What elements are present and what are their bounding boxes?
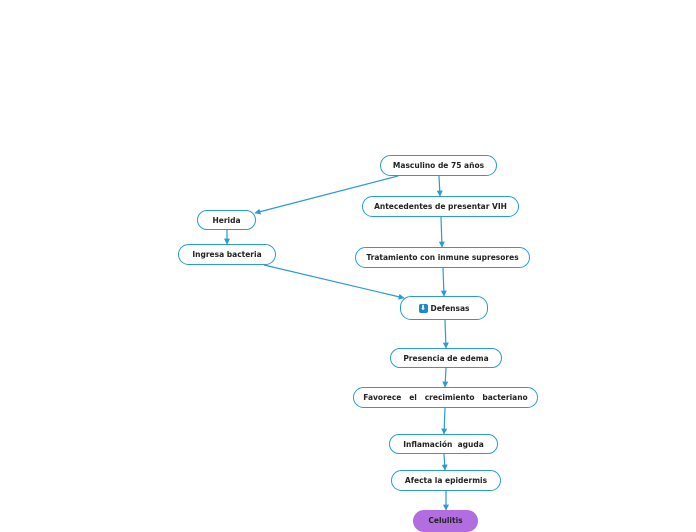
node-afecta-epidermis[interactable]: Afecta la epidermis: [391, 470, 501, 491]
node-label: Presencia de edema: [403, 353, 489, 363]
edge-masc-herida: [254, 175, 399, 215]
edges-group: [224, 175, 449, 511]
edge-vih-trat: [438, 216, 445, 248]
edge-edema-crec: [442, 367, 449, 388]
node-inflamacion-aguda[interactable]: Inflamación aguda: [389, 434, 498, 454]
node-ingresa-bacteria[interactable]: Ingresa bacteria: [178, 244, 276, 265]
node-tratamiento-inmunosupresores[interactable]: Tratamiento con inmune supresores: [355, 247, 530, 268]
node-celulitis[interactable]: Celulitis: [413, 510, 478, 532]
edge-masc-vih: [436, 175, 443, 197]
node-herida[interactable]: Herida: [197, 210, 256, 230]
edge-ingresa-def: [263, 264, 405, 300]
node-label: Antecedentes de presentar VIH: [374, 202, 507, 211]
node-label: Ingresa bacteria: [192, 250, 262, 259]
node-defensas[interactable]: ⬇ Defensas: [400, 296, 488, 320]
node-masculino-75[interactable]: Masculino de 75 años: [380, 155, 497, 176]
edge-def-edema: [442, 319, 449, 349]
node-label: Afecta la epidermis: [404, 476, 488, 485]
down-arrow-icon: ⬇: [418, 303, 428, 313]
node-presencia-edema[interactable]: Presencia de edema: [390, 348, 502, 368]
node-label: Inflamación aguda: [403, 439, 484, 449]
edge-crec-inflam: [441, 407, 448, 435]
node-antecedentes-vih[interactable]: Antecedentes de presentar VIH: [362, 196, 519, 217]
node-label: Herida: [212, 215, 241, 225]
mindmap-connectors: [224, 175, 449, 511]
node-label: Defensas: [430, 303, 470, 313]
node-label: Masculino de 75 años: [392, 161, 485, 170]
node-label: Favorece el crecimiento bacteriano: [363, 393, 528, 402]
node-label: Celulitis: [428, 516, 463, 525]
node-crecimiento-bacteriano[interactable]: Favorece el crecimiento bacteriano: [353, 387, 538, 408]
edge-trat-def: [440, 267, 447, 297]
edge-inflam-epid: [441, 453, 448, 471]
node-label: Tratamiento con inmune supresores: [366, 253, 519, 262]
